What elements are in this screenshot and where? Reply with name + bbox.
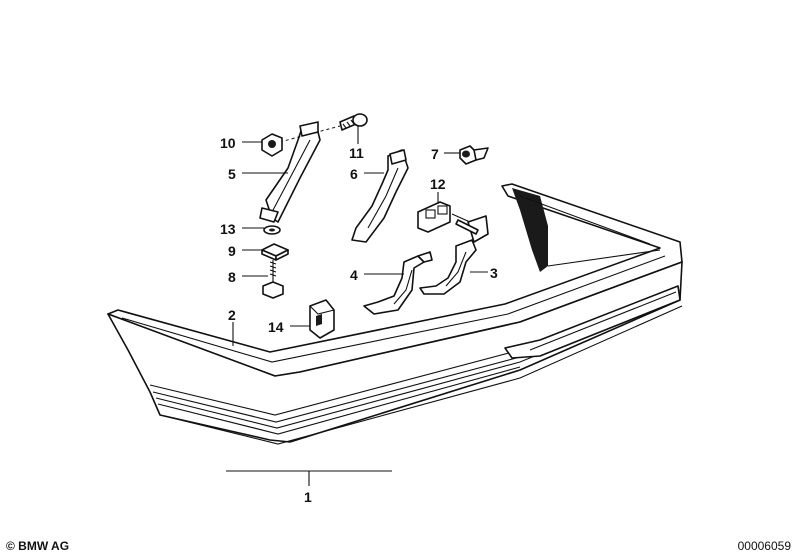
label-5: 5 bbox=[228, 166, 236, 182]
label-14: 14 bbox=[268, 319, 284, 335]
buffer-14[interactable] bbox=[309, 299, 335, 339]
bracket-6[interactable] bbox=[351, 149, 409, 243]
bracket-5[interactable] bbox=[259, 121, 321, 223]
copyright-notice: © BMW AG bbox=[6, 539, 70, 553]
label-10: 10 bbox=[220, 135, 236, 151]
label-9: 9 bbox=[228, 243, 236, 259]
label-1: 1 bbox=[304, 489, 312, 505]
assembly-line-11 bbox=[279, 125, 341, 143]
label-3: 3 bbox=[490, 265, 498, 281]
screw-8[interactable] bbox=[262, 260, 284, 299]
label-12: 12 bbox=[430, 176, 446, 192]
bumper-cover[interactable] bbox=[107, 183, 683, 445]
label-7: 7 bbox=[431, 146, 439, 162]
bracket-4[interactable] bbox=[363, 251, 433, 315]
document-number: 00006059 bbox=[737, 539, 791, 553]
clip-12[interactable] bbox=[417, 201, 479, 235]
label-2: 2 bbox=[228, 307, 236, 323]
screw-11[interactable] bbox=[339, 113, 368, 131]
label-4: 4 bbox=[350, 267, 358, 283]
bracket-3[interactable] bbox=[419, 215, 489, 295]
label-13: 13 bbox=[220, 221, 236, 237]
washer-13[interactable] bbox=[263, 225, 281, 235]
label-8: 8 bbox=[228, 269, 236, 285]
plate-9[interactable] bbox=[261, 243, 289, 261]
buffer-7[interactable] bbox=[459, 145, 489, 165]
label-11: 11 bbox=[349, 145, 364, 161]
label-6: 6 bbox=[350, 166, 358, 182]
nut-10[interactable] bbox=[261, 133, 283, 157]
